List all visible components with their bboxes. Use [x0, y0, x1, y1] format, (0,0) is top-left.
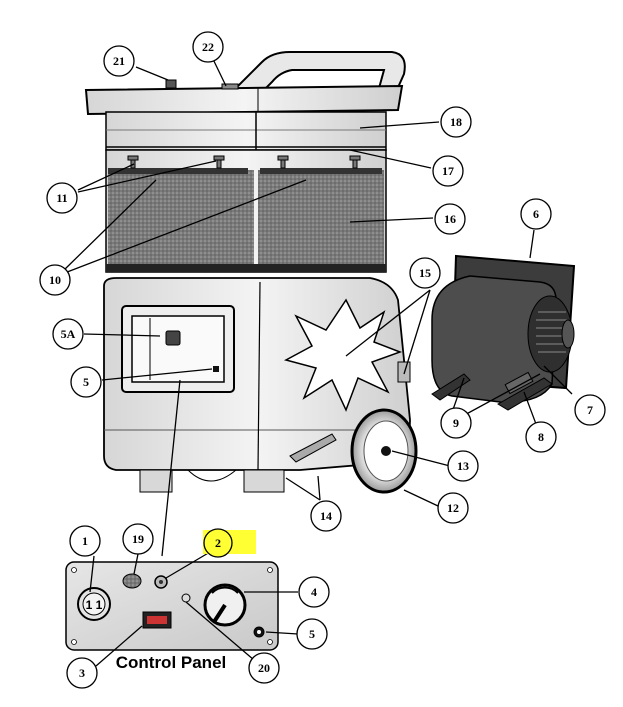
- motor-fins: [536, 311, 570, 353]
- callout-18: 18: [440, 106, 472, 138]
- svg-text:9: 9: [453, 416, 459, 430]
- svg-text:11: 11: [56, 191, 67, 205]
- svg-text:10: 10: [49, 273, 61, 287]
- callout-20: 20: [248, 652, 280, 684]
- panel-switch: [165, 330, 181, 346]
- callout-8: 8: [525, 421, 557, 453]
- wheel-bracket: [289, 433, 337, 463]
- foot-right: [243, 469, 285, 493]
- callout-12: 12: [437, 492, 469, 524]
- grill-19: [122, 573, 142, 589]
- svg-text:15: 15: [419, 266, 431, 280]
- callout-17: 17: [432, 155, 464, 187]
- svg-text:5: 5: [309, 627, 315, 641]
- callout-10: 10: [39, 264, 71, 296]
- svg-text:22: 22: [202, 40, 214, 54]
- svg-text:12: 12: [447, 501, 459, 515]
- svg-text:19: 19: [132, 532, 144, 546]
- leader-lines: [61, 54, 573, 667]
- svg-text:20: 20: [258, 661, 270, 675]
- wheel-hub: [381, 446, 391, 456]
- svg-text:16: 16: [444, 212, 456, 226]
- svg-text:5A: 5A: [61, 327, 76, 341]
- foot-left: [139, 469, 173, 493]
- svg-text:2: 2: [215, 536, 221, 550]
- callout-6: 6: [520, 198, 552, 230]
- indicator-light-20: [181, 593, 191, 603]
- svg-text:21: 21: [113, 54, 125, 68]
- motor-leg-left: [431, 373, 471, 401]
- callout-5a: 5A: [52, 318, 84, 350]
- front-inner-panel: [131, 315, 225, 383]
- callouts: 21 22 18 17 16 11 10 5A 5 15 6 7 9 8 13 …: [39, 31, 606, 689]
- filter-left: [108, 170, 254, 270]
- lid: [84, 84, 404, 116]
- lid-latch: [221, 83, 239, 90]
- callout-14: 14: [310, 500, 342, 532]
- filter-bolts: [127, 155, 361, 169]
- callout-7: 7: [574, 394, 606, 426]
- svg-text:13: 13: [457, 459, 469, 473]
- callout-16: 16: [434, 203, 466, 235]
- svg-text:14: 14: [320, 509, 332, 523]
- handle: [229, 51, 406, 93]
- callout-5-machine: 5: [70, 366, 102, 398]
- svg-text:17: 17: [442, 164, 454, 178]
- callout-19: 19: [122, 523, 154, 555]
- callout-4: 4: [298, 576, 330, 608]
- callout-11: 11: [46, 182, 78, 214]
- svg-text:4: 4: [311, 585, 317, 599]
- outlet-label: 1 1: [86, 598, 103, 612]
- svg-text:5: 5: [83, 375, 89, 389]
- svg-text:7: 7: [587, 403, 593, 417]
- svg-text:8: 8: [538, 430, 544, 444]
- svg-text:6: 6: [533, 207, 539, 221]
- callout-1: 1: [69, 525, 101, 557]
- callout-13: 13: [447, 450, 479, 482]
- machine: [84, 51, 418, 494]
- motor-assembly: [431, 254, 576, 411]
- svg-text:1: 1: [82, 534, 88, 548]
- filter-right: [258, 170, 384, 270]
- callout-5-panel: 5: [296, 618, 328, 650]
- tank-band: [105, 111, 387, 151]
- control-panel-title: Control Panel: [116, 653, 227, 672]
- motor-clamp: [504, 371, 534, 395]
- callout-3: 3: [66, 657, 98, 689]
- svg-text:3: 3: [79, 666, 85, 680]
- callout-21: 21: [103, 45, 135, 77]
- callout-15: 15: [409, 257, 441, 289]
- svg-text:18: 18: [450, 115, 462, 129]
- callout-9: 9: [440, 407, 472, 439]
- control-panel: 1 1 Control Panel: [65, 561, 279, 672]
- callout-2: 2: [203, 528, 233, 558]
- panel-indicator: [213, 366, 219, 372]
- lid-knob: [165, 79, 177, 89]
- callout-22: 22: [192, 31, 224, 63]
